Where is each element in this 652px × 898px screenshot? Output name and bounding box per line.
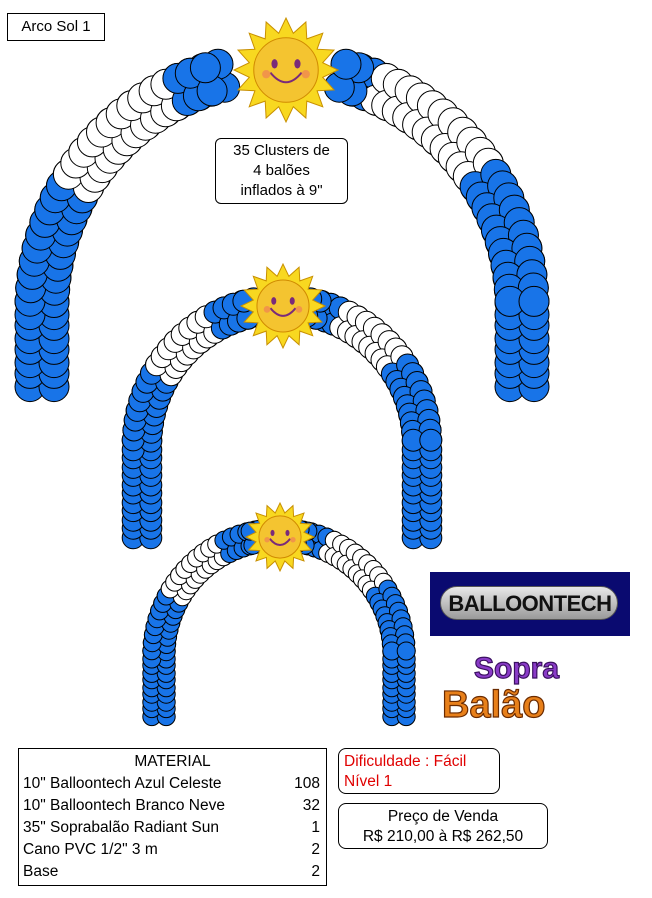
- clusters-note: 35 Clusters de 4 balões inflados à 9": [215, 138, 348, 204]
- sun-balloon-icon: [239, 262, 327, 350]
- material-row: Cano PVC 1/2" 3 m 2: [19, 839, 326, 861]
- sun-balloon-icon: [232, 16, 340, 124]
- material-qty: 32: [302, 797, 320, 814]
- balloon-arch: [14, 48, 550, 403]
- price-value: R$ 210,00 à R$ 262,50: [362, 828, 524, 845]
- material-qty: 2: [311, 841, 320, 858]
- material-row: 35" Soprabalão Radiant Sun 1: [19, 817, 326, 839]
- material-header: MATERIAL: [134, 753, 211, 770]
- material-list: MATERIAL 10" Balloontech Azul Celeste 10…: [18, 748, 327, 886]
- difficulty-box: Dificuldade : Fácil Nível 1: [338, 748, 500, 794]
- difficulty-label: Dificuldade : Fácil: [344, 753, 467, 770]
- clusters-note-line: inflados à 9": [240, 182, 323, 199]
- material-row: 10" Balloontech Branco Neve 32: [19, 795, 326, 817]
- sopra-logo-line1: Sopra: [474, 652, 559, 685]
- balloon-arch: [121, 287, 443, 550]
- page-title: Arco Sol 1: [7, 13, 105, 41]
- balloon-arches-illustration: [14, 16, 550, 727]
- material-name: 35" Soprabalão Radiant Sun: [23, 819, 219, 836]
- price-box: Preço de Venda R$ 210,00 à R$ 262,50: [338, 803, 548, 849]
- sun-balloon-icon: [244, 501, 316, 573]
- material-row: 10" Balloontech Azul Celeste 108: [19, 773, 326, 795]
- clusters-note-line: 4 balões: [253, 162, 310, 179]
- balloon-arch: [142, 520, 416, 727]
- material-row: Base 2: [19, 861, 326, 883]
- material-qty: 1: [311, 819, 320, 836]
- material-name: 10" Balloontech Azul Celeste: [23, 775, 222, 792]
- material-qty: 2: [311, 863, 320, 880]
- clusters-note-line: 35 Clusters de: [233, 142, 330, 159]
- material-name: Base: [23, 863, 59, 880]
- price-label: Preço de Venda: [387, 808, 499, 825]
- balloontech-logo: BALLOONTECH: [430, 572, 630, 636]
- material-name: Cano PVC 1/2" 3 m: [23, 841, 158, 858]
- material-name: 10" Balloontech Branco Neve: [23, 797, 225, 814]
- material-qty: 108: [294, 775, 320, 792]
- sopra-balao-logo: Sopra Balão: [441, 651, 560, 725]
- difficulty-level: Nível 1: [344, 773, 393, 790]
- sopra-logo-line2: Balão: [442, 684, 545, 725]
- balloontech-logo-text: BALLOONTECH: [448, 591, 612, 616]
